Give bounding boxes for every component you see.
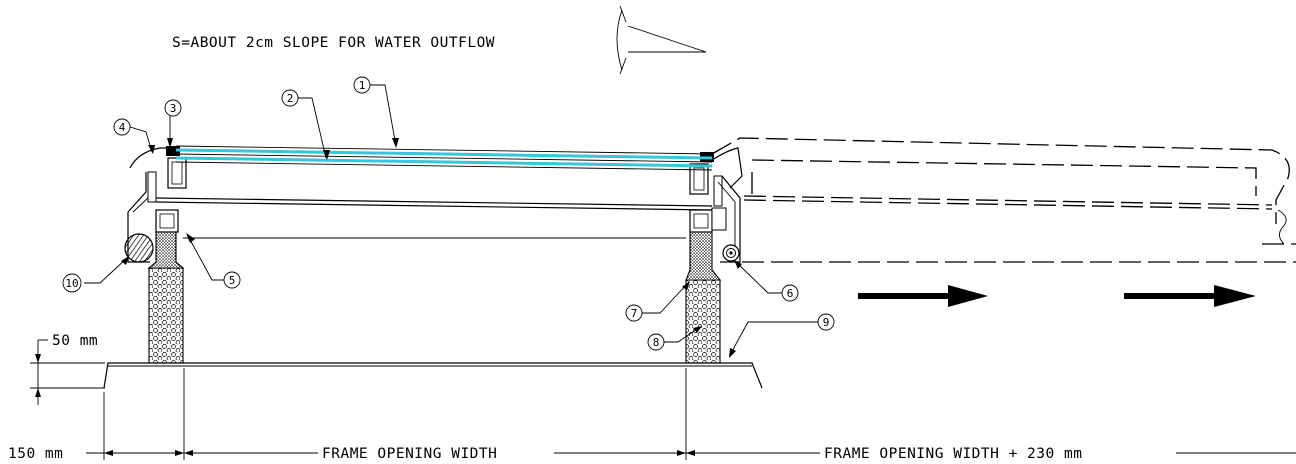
glazing [175, 145, 713, 171]
callout-6: 6 [781, 284, 799, 302]
svg-text:4: 4 [119, 121, 126, 134]
left-frame-profile [127, 146, 713, 263]
slope-symbol-icon [616, 5, 707, 75]
dimension-height [30, 339, 105, 405]
direction-arrow-icon [858, 285, 988, 307]
direction-arrow-icon [1124, 285, 1256, 307]
svg-text:1: 1 [359, 79, 366, 92]
wooden-beam [124, 233, 154, 263]
left-upstand [147, 209, 185, 364]
callout-3: 3 [164, 99, 182, 117]
svg-text:10: 10 [65, 277, 78, 290]
dimension-flange-label: 150 mm [8, 446, 63, 462]
dimension-height-label: 50 mm [52, 333, 98, 349]
callout-9: 9 [817, 313, 835, 331]
callout-1: 1 [353, 76, 371, 94]
dimension-width-line [86, 368, 1296, 460]
svg-text:3: 3 [170, 102, 177, 115]
callout-5: 5 [223, 271, 241, 289]
callout-2: 2 [281, 89, 299, 107]
slope-note: S=ABOUT 2cm SLOPE FOR WATER OUTFLOW [172, 35, 495, 51]
svg-text:7: 7 [631, 307, 638, 320]
callout-7: 7 [625, 304, 643, 322]
hinge-bolt [722, 244, 740, 262]
callout-8: 8 [647, 333, 665, 351]
svg-text:5: 5 [229, 274, 236, 287]
svg-text:6: 6 [787, 287, 794, 300]
svg-text:2: 2 [287, 92, 294, 105]
callout-4: 4 [113, 118, 131, 136]
svg-text:9: 9 [823, 316, 830, 329]
callout-10: 10 [62, 273, 82, 293]
svg-text:8: 8 [653, 336, 660, 349]
dimension-opening-label: FRAME OPENING WIDTH [322, 446, 497, 462]
roof-flange [103, 362, 763, 389]
dimension-opening-plus-label: FRAME OPENING WIDTH + 230 mm [824, 446, 1082, 462]
opened-position-outline [711, 137, 1296, 263]
right-upstand [685, 209, 722, 364]
